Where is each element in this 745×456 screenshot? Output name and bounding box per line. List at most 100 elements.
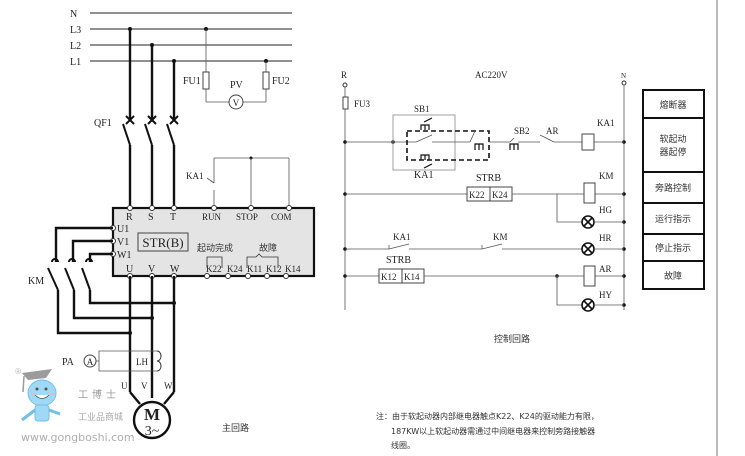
- fuse-fu1: [202, 71, 210, 90]
- lamp-hg-icon: [581, 215, 595, 229]
- relay-k24: K24: [227, 264, 243, 274]
- note: 注：由于软起动器内部继电器触点K22、K24的驱动能力有限， 187KW以上软起…: [376, 411, 599, 450]
- ka1-coil-label: KA1: [597, 118, 615, 128]
- sb2-label: SB2: [514, 126, 530, 136]
- fuse-fu3: [342, 96, 349, 110]
- model-label: STR(B): [142, 235, 183, 250]
- ar-coil-label: AR: [599, 264, 612, 274]
- motor-terminal-v: V: [141, 381, 148, 391]
- motor-symbol: M: [144, 405, 160, 424]
- phase-label: R: [341, 70, 347, 80]
- sb1-label: SB1: [414, 104, 430, 114]
- table-row-bypass: 旁路控制: [655, 182, 691, 194]
- main-circuit: N L3 L2 L1 QF1: [28, 9, 316, 440]
- soft-starter-box: R S T RUN STOP COM U1 V1 W1 STR(B) 起动完成 …: [110, 205, 316, 279]
- bus-label-n: N: [70, 9, 77, 20]
- breaker-label: QF1: [94, 118, 112, 129]
- table-row-softstart-line1: 软起动: [659, 133, 686, 145]
- relay-contacts: [206, 253, 279, 268]
- voltmeter-circuit: V FU1 FU2 PV: [183, 27, 290, 110]
- brand-url: www.gongboshi.com: [21, 431, 135, 444]
- terminal-w: W: [170, 264, 180, 275]
- ammeter-symbol: A: [87, 357, 94, 367]
- table-row-stop-indicator: 停止指示: [655, 242, 691, 254]
- table-row-run-indicator: 运行指示: [655, 213, 691, 225]
- fu3-label: FU3: [354, 99, 371, 109]
- neutral-label: N: [621, 72, 626, 80]
- table-row-fuse: 熔断器: [659, 99, 686, 111]
- strb-k14: K14: [404, 272, 420, 282]
- terminal-u: U: [126, 264, 134, 275]
- strb-label-1: STRB: [476, 173, 501, 184]
- terminal-w1: W1: [117, 250, 131, 261]
- relay-k11: K11: [247, 264, 262, 274]
- ct-label: LH: [136, 357, 148, 367]
- terminal-v1: V1: [117, 237, 129, 248]
- control-circuit: R AC220V N FU3: [341, 70, 627, 345]
- strb-label-2: STRB: [386, 255, 411, 266]
- ar-coil: [583, 265, 596, 287]
- terminal-r: R: [126, 212, 133, 223]
- ka1-latch-label: KA1: [414, 170, 433, 181]
- terminal-t: T: [170, 212, 176, 223]
- ammeter-circuit: A PA LH: [62, 350, 162, 372]
- ka1-nc-label: KA1: [393, 232, 411, 242]
- ka1-dashed-group: [406, 130, 490, 161]
- rung-start-stop: SB1 KA1 SB2 AR KA1: [343, 104, 626, 181]
- fuse-label-fu2: FU2: [272, 76, 290, 87]
- terminal-stop: STOP: [236, 212, 258, 222]
- fuse-fu2: [262, 71, 270, 90]
- rung-bypass: K22 K24 STRB KM HG: [343, 171, 626, 229]
- supply-label: AC220V: [475, 70, 508, 80]
- km-label: KM: [28, 276, 44, 287]
- brand-tagline: 工业品商城: [78, 411, 123, 423]
- bus-label-l1: L1: [70, 57, 81, 68]
- registered-mark: ®: [14, 367, 22, 376]
- bus-label-l2: L2: [70, 41, 81, 52]
- lamp-hy-icon: [581, 298, 595, 312]
- note-line-1: 注：由于软起动器内部继电器触点K22、K24的驱动能力有限，: [376, 411, 599, 421]
- hr-label: HR: [599, 233, 612, 243]
- motor-terminal-u: U: [121, 381, 128, 391]
- fuse-label-fu1: FU1: [183, 76, 201, 87]
- voltmeter-label: PV: [230, 80, 244, 91]
- fault-label: 故障: [259, 242, 277, 254]
- function-table: 熔断器 软起动 器起停 旁路控制 运行指示 停止指示 故障: [642, 89, 705, 290]
- motor: U V W M 3~: [121, 381, 175, 440]
- terminal-v: V: [148, 264, 156, 275]
- relay-k22: K22: [206, 264, 222, 274]
- terminal-s: S: [148, 212, 154, 223]
- ammeter-label: PA: [62, 357, 75, 368]
- terminal-u1: U1: [117, 224, 129, 235]
- hy-label: HY: [599, 290, 612, 300]
- rung-stop-indicator: KA1 KM HR: [343, 232, 626, 256]
- model-frame: [137, 232, 189, 252]
- km-coil-label: KM: [599, 171, 614, 181]
- rung-fault: K12 K14 STRB AR HY: [343, 255, 626, 312]
- main-circuit-caption: 主回路: [222, 422, 249, 434]
- km-nc-label: KM: [493, 232, 508, 242]
- terminal-com: COM: [271, 212, 292, 222]
- note-line-2: 187KW以上软起动器需通过中间继电器来控制旁路接触器: [391, 426, 595, 436]
- relay-k14: K14: [285, 264, 301, 274]
- breaker-qf1: QF1: [94, 115, 179, 208]
- strb-k12: K12: [381, 272, 397, 282]
- relay-k12: K12: [266, 264, 282, 274]
- terminal-run: RUN: [202, 212, 222, 222]
- note-line-3: 线圈。: [391, 440, 415, 450]
- control-circuit-caption: 控制回路: [494, 333, 530, 345]
- strb-k22: K22: [469, 190, 485, 200]
- table-row-fault: 故障: [664, 270, 682, 282]
- ka1-label: KA1: [186, 171, 204, 181]
- table-row-softstart-line2: 器起停: [659, 146, 686, 158]
- strb-k24: K24: [492, 190, 508, 200]
- start-complete-label: 起动完成: [197, 242, 233, 254]
- mascot-icon: [21, 369, 61, 422]
- bus-label-l3: L3: [70, 25, 81, 36]
- bus-bars: N L3 L2 L1: [70, 9, 292, 68]
- motor-terminal-w: W: [164, 381, 173, 391]
- ka1-run-contact: KA1: [186, 156, 290, 208]
- voltmeter-symbol: V: [233, 98, 240, 108]
- watermark: ® 工博士 工业品商城 www.gongboshi.com: [14, 367, 135, 444]
